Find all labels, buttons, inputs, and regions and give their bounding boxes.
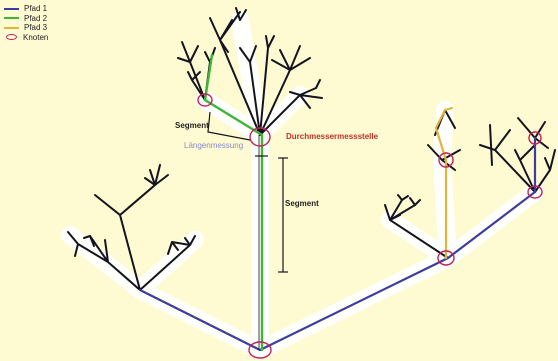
tree-halo: [61, 11, 544, 359]
legend-item-pfad-1: Pfad 1: [4, 4, 48, 14]
legend-item-pfad-2: Pfad 2: [4, 14, 48, 24]
legend-swatch-blue: [4, 7, 19, 10]
measurement-markers: [207, 111, 288, 273]
legend-label: Pfad 1: [24, 4, 48, 13]
legend-label: Pfad 2: [24, 13, 48, 23]
knoten-right-yellow: [438, 152, 454, 168]
legend-label: Knoten: [23, 32, 49, 42]
legend-swatch-yellow: [4, 26, 19, 29]
legend-swatch-green: [4, 17, 19, 20]
legend-ring-icon: [6, 34, 17, 41]
knoten-right-far: [527, 185, 543, 199]
pfad-1-path: [138, 136, 537, 352]
legend-item-pfad-3: Pfad 3: [4, 23, 48, 33]
segment-label-lower: Segment: [285, 199, 319, 208]
knoten-upper-left: [197, 93, 213, 107]
knoten-right-top: [528, 131, 542, 145]
laengenmessung-label: Längenmessung: [184, 141, 244, 150]
durchmesser-label: Durchmessermessstelle: [286, 132, 379, 141]
pfad-2-path: [203, 53, 264, 352]
tree-branches: [67, 7, 556, 291]
knoten-root: [248, 341, 272, 359]
legend: Pfad 1 Pfad 2 Pfad 3 Knoten: [4, 4, 48, 42]
knoten-right-middle: [437, 250, 455, 266]
knoten-rings: [197, 93, 543, 359]
knoten-upper: [249, 127, 271, 147]
pfad-3-path: [434, 106, 454, 260]
legend-item-knoten: Knoten: [4, 33, 48, 43]
legend-label: Pfad 3: [24, 23, 48, 32]
segment-label-upper: Segment: [175, 121, 209, 130]
